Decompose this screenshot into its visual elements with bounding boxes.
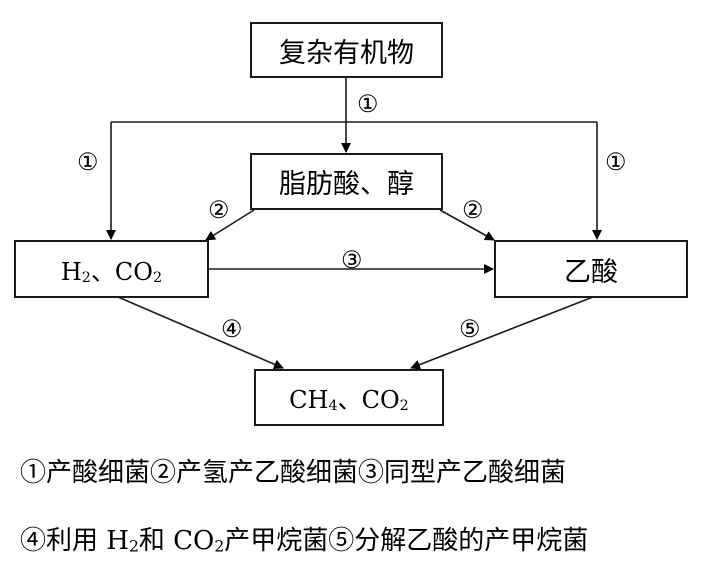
edge-fatty-to-h2co2 [205,209,255,241]
legend-text: ①产酸细菌②产氢产乙酸细菌③同型产乙酸细菌 [20,458,567,488]
edge-label-2-right: ② [462,196,484,224]
node-ch4-co2: CH4、CO2 [254,369,444,426]
edge-label-1-top: ① [357,90,379,118]
legend-prefix: ： [0,526,12,556]
edge-label-1-left: ① [77,148,99,176]
edge-label-2-left: ② [208,196,230,224]
node-label: H2、CO2 [60,257,163,286]
legend-prefix: ： [0,458,12,488]
edge-label-4: ④ [221,315,243,343]
node-acetic-acid: 乙酸 [494,240,688,298]
node-complex-organics: 复杂有机物 [250,22,443,78]
node-label: CH4、CO2 [289,386,409,415]
edge-label-3: ③ [341,246,363,274]
edge-acetic-to-ch4 [410,296,594,370]
edge-label-5: ⑤ [459,315,481,343]
edge-label-1-right: ① [605,148,627,176]
edge-h2co2-to-ch4 [117,296,284,370]
node-label: 复杂有机物 [279,37,414,69]
legend-line-2: ： ④利用 H2和 CO2产甲烷菌⑤分解乙酸的产甲烷菌 [0,520,588,557]
legend-line-1: ： ①产酸细菌②产氢产乙酸细菌③同型产乙酸细菌 [0,452,566,489]
node-label: 脂肪酸、醇 [279,169,414,200]
node-h2-co2: H2、CO2 [14,240,209,298]
node-label: 乙酸 [564,256,618,288]
node-fatty-acid-alcohol: 脂肪酸、醇 [250,153,443,210]
edge-fatty-to-acetic [439,209,495,241]
legend-text: ④利用 H2和 CO2产甲烷菌⑤分解乙酸的产甲烷菌 [20,526,589,556]
